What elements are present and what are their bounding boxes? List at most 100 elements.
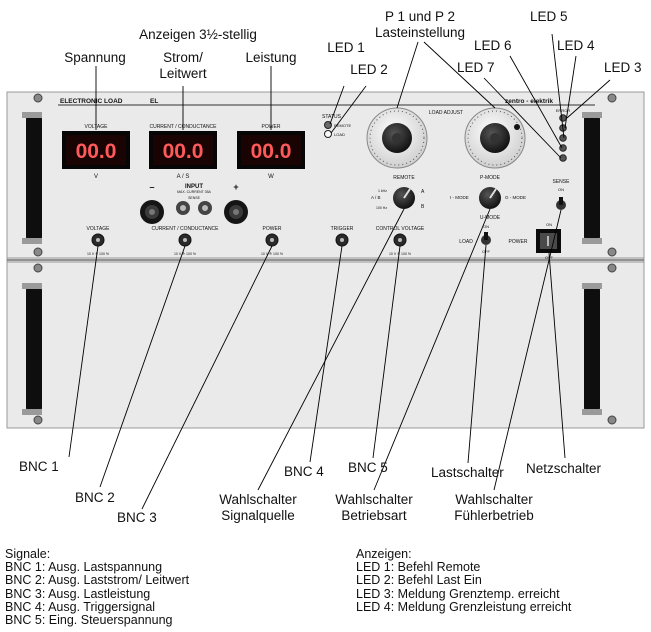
power-switch xyxy=(536,229,561,253)
load-adjust-dial-p1 xyxy=(366,107,428,169)
svg-text:W: W xyxy=(268,174,274,180)
label-bnc3: BNC 3 xyxy=(117,510,157,525)
label-bnc1: BNC 1 xyxy=(19,459,59,474)
legend-item: LED 4: Meldung Grenzleistung erreicht xyxy=(356,599,572,614)
label-wahlschalter-betrieb: Wahlschalter xyxy=(335,492,413,507)
legend-leds: Anzeigen: LED 1: Befehl Remote LED 2: Be… xyxy=(356,547,572,614)
legend-item: BNC 2: Ausg. Laststrom/ Leitwert xyxy=(5,573,190,588)
mode-selector-knob xyxy=(479,187,501,209)
label-lasteinstellung: Lasteinstellung xyxy=(374,25,466,40)
svg-text:P-MODE: P-MODE xyxy=(480,175,501,181)
svg-text:LOAD ADJUST: LOAD ADJUST xyxy=(429,110,463,116)
svg-text:LOAD: LOAD xyxy=(334,132,345,137)
svg-text:MAX. CURRENT 35A: MAX. CURRENT 35A xyxy=(177,190,211,194)
svg-text:I - MODE: I - MODE xyxy=(450,195,469,200)
svg-text:10 V ≙ 100 %: 10 V ≙ 100 % xyxy=(261,251,283,256)
load-toggle xyxy=(481,232,491,245)
svg-text:REMOTE: REMOTE xyxy=(334,123,351,128)
label-anzeigen: Anzeigen 3½-stellig xyxy=(139,27,257,42)
display-voltage-value: 00.0 xyxy=(76,140,117,163)
label-led1: LED 1 xyxy=(327,40,365,55)
label-leitwert: Leitwert xyxy=(159,66,207,81)
svg-text:ERROR: ERROR xyxy=(556,108,571,113)
display-power xyxy=(237,131,305,169)
svg-text:SENSE: SENSE xyxy=(553,179,571,185)
svg-text:100 Hz: 100 Hz xyxy=(376,206,387,210)
label-led6: LED 6 xyxy=(474,38,512,53)
legend-signals-title: Signale: xyxy=(5,547,51,561)
svg-text:LOAD: LOAD xyxy=(459,239,473,245)
svg-text:ON: ON xyxy=(558,187,564,192)
label-spannung: Spannung xyxy=(64,50,126,65)
display-current-value: 00.0 xyxy=(163,140,204,163)
svg-text:CURRENT / CONDUCTANCE: CURRENT / CONDUCTANCE xyxy=(151,226,219,232)
label-led3: LED 3 xyxy=(604,60,642,75)
svg-text:+: + xyxy=(233,182,238,192)
svg-text:10 V ≙ 100 %: 10 V ≙ 100 % xyxy=(389,251,411,256)
svg-text:–: – xyxy=(149,182,154,192)
svg-text:V: V xyxy=(94,174,98,180)
legend-signals: Signale: BNC 1: Ausg. Lastspannung BNC 2… xyxy=(5,547,190,628)
svg-text:ON: ON xyxy=(546,222,552,227)
svg-text:B: B xyxy=(421,204,425,210)
svg-text:SENSE: SENSE xyxy=(188,196,201,200)
display-power-value: 00.0 xyxy=(251,140,292,163)
svg-text:A / S: A / S xyxy=(177,174,190,180)
svg-text:A / B: A / B xyxy=(371,195,381,200)
svg-text:POWER: POWER xyxy=(263,226,282,232)
label-lastschalter: Lastschalter xyxy=(431,465,504,480)
label-signalquelle: Signalquelle xyxy=(221,508,295,523)
screw xyxy=(33,93,617,425)
label-bnc5: BNC 5 xyxy=(348,460,388,475)
legend-item: LED 1: Befehl Remote xyxy=(356,560,481,575)
label-led4: LED 4 xyxy=(557,38,595,53)
svg-text:G - MODE: G - MODE xyxy=(505,195,526,200)
load-adjust-dial-p2 xyxy=(464,107,526,169)
label-bnc4: BNC 4 xyxy=(284,464,324,479)
legend-leds-title: Anzeigen: xyxy=(356,547,412,561)
svg-text:10 V ≙ 100 %: 10 V ≙ 100 % xyxy=(87,251,109,256)
input-terminals xyxy=(140,200,248,224)
svg-text:OFF: OFF xyxy=(482,249,491,254)
svg-text:CONTROL VOLTAGE: CONTROL VOLTAGE xyxy=(376,226,425,232)
display-voltage xyxy=(62,131,130,169)
svg-text:ELECTRONIC LOAD: ELECTRONIC LOAD xyxy=(60,98,123,105)
label-wahlschalter-fuehler: Wahlschalter xyxy=(455,492,533,507)
label-bnc2: BNC 2 xyxy=(75,490,115,505)
lower-unit xyxy=(6,261,645,429)
legend-item: LED 3: Meldung Grenztemp. erreicht xyxy=(356,586,560,601)
sense-toggle xyxy=(556,197,566,210)
svg-text:EL: EL xyxy=(150,98,158,105)
svg-text:ON: ON xyxy=(483,224,489,229)
legend-item: BNC 1: Ausg. Lastspannung xyxy=(5,560,163,575)
label-p1p2: P 1 und P 2 xyxy=(384,9,456,24)
svg-text:REMOTE: REMOTE xyxy=(393,175,415,181)
legend-item: BNC 3: Ausg. Lastleistung xyxy=(5,586,151,601)
leader-lines xyxy=(68,33,611,510)
svg-text:U-MODE: U-MODE xyxy=(480,215,501,221)
legend-item: BNC 4: Ausg. Triggersignal xyxy=(5,599,156,614)
status-led xyxy=(324,121,332,138)
legend-item: LED 2: Befehl Last Ein xyxy=(356,573,482,588)
label-wahlschalter-signal: Wahlschalter xyxy=(219,492,297,507)
svg-text:zentro - elektrik: zentro - elektrik xyxy=(505,98,553,105)
label-led5: LED 5 xyxy=(530,9,568,24)
svg-text:POWER: POWER xyxy=(509,239,528,245)
svg-text:10 V ≙ 100 %: 10 V ≙ 100 % xyxy=(174,251,196,256)
svg-text:INPUT: INPUT xyxy=(185,184,203,190)
label-led2: LED 2 xyxy=(350,62,388,77)
legend-item: BNC 5: Eing. Steuerspannung xyxy=(5,613,173,628)
label-betriebsart: Betriebsart xyxy=(341,508,407,523)
svg-text:VOLTAGE: VOLTAGE xyxy=(87,226,111,232)
label-netzschalter: Netzschalter xyxy=(526,461,602,476)
svg-text:A: A xyxy=(421,189,425,195)
label-leistung: Leistung xyxy=(245,50,297,65)
remote-selector-knob xyxy=(393,187,415,209)
label-strom: Strom/ xyxy=(163,50,203,65)
label-fuehlerbetrieb: Fühlerbetrieb xyxy=(454,508,534,523)
svg-text:1 kHz: 1 kHz xyxy=(378,189,387,193)
label-led7: LED 7 xyxy=(457,60,495,75)
svg-text:TRIGGER: TRIGGER xyxy=(331,226,354,232)
display-current xyxy=(149,131,217,169)
